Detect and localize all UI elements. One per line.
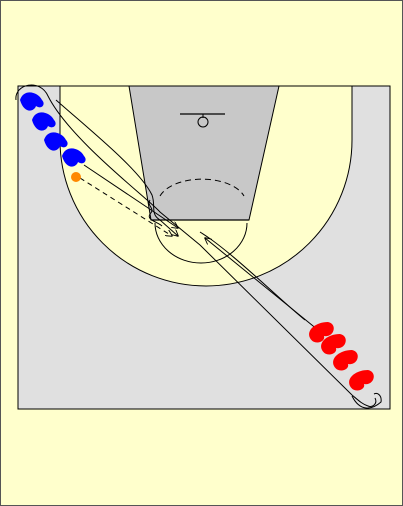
red-player-2	[321, 334, 346, 355]
red-player-3	[333, 350, 358, 371]
blue-player-2	[32, 112, 56, 131]
free-throw-circle-solid	[154, 222, 248, 264]
free-throw-circle-dashed	[159, 178, 245, 197]
blue-player-4	[62, 148, 86, 167]
basketball	[71, 172, 81, 182]
blue-player-1	[20, 92, 44, 111]
cut-path-upper	[55, 99, 178, 236]
red-player-4	[349, 370, 374, 391]
cut-path-long	[15, 84, 377, 407]
cut-loop-bottom	[351, 393, 382, 409]
blue-team	[20, 92, 86, 167]
dribble-line-dashed	[79, 177, 172, 236]
screen-squiggle	[148, 199, 163, 227]
red-team	[309, 322, 374, 391]
red-player-1	[309, 322, 334, 343]
pass-line-1	[83, 164, 178, 228]
rim	[197, 116, 209, 128]
blue-player-3	[44, 132, 68, 151]
return-cut-line	[199, 231, 306, 321]
